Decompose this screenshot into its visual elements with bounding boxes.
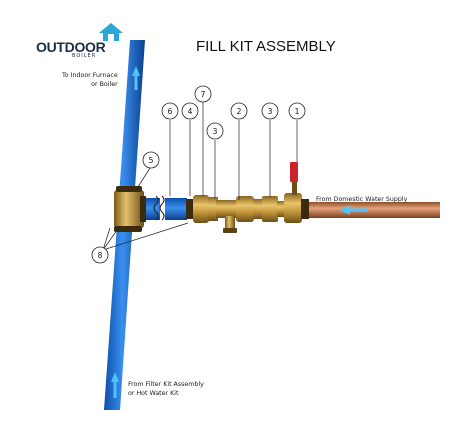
from-filter-line1: From Filter Kit Assembly [128,381,204,388]
svg-text:5: 5 [149,156,154,165]
flow-arrow-up-top [132,66,140,90]
callout-2: 2 [230,102,248,120]
callout-5: 5 [142,151,160,169]
from-filter-line2: or Hot Water Kit [128,389,179,397]
callout-3-right: 3 [261,102,279,120]
valve-handle [290,162,298,182]
copper-supply-pipe [300,202,440,218]
flow-arrow-left [340,205,368,215]
to-furnace-line2: or Boiler [91,80,118,88]
callouts: 1 2 3 3 4 5 6 [91,85,306,264]
house-logo-icon [99,23,123,41]
svg-text:2: 2 [237,107,242,116]
callout-8: 8 [91,246,109,264]
to-furnace-label: To Indoor Furnace or Boiler [62,72,118,89]
logo-subtext: BOILER [72,53,97,59]
diagram-title: FILL KIT ASSEMBLY [196,38,336,55]
flow-arrow-up-bottom [111,372,119,398]
svg-text:3: 3 [268,107,273,116]
brass-tee [114,186,146,232]
leader-lines [102,102,298,251]
outdoor-boiler-logo: OUTDOOR BOILER [36,23,126,60]
from-supply-label: From Domestic Water Supply [316,196,408,203]
svg-text:1: 1 [295,107,300,116]
from-filter-label: From Filter Kit Assembly or Hot Water Ki… [128,381,204,398]
svg-text:7: 7 [201,90,206,99]
callout-4: 4 [181,102,199,120]
to-furnace-line1: To Indoor Furnace [62,72,118,79]
callout-7: 7 [194,85,212,103]
callout-3-left: 3 [206,122,224,140]
callout-1: 1 [288,102,306,120]
svg-text:3: 3 [213,127,218,136]
logo-wordmark: OUTDOOR [36,39,106,55]
callout-6: 6 [161,102,179,120]
svg-text:8: 8 [98,251,103,260]
svg-text:4: 4 [188,107,193,116]
svg-text:6: 6 [168,107,173,116]
brass-valve-assembly [186,162,309,233]
